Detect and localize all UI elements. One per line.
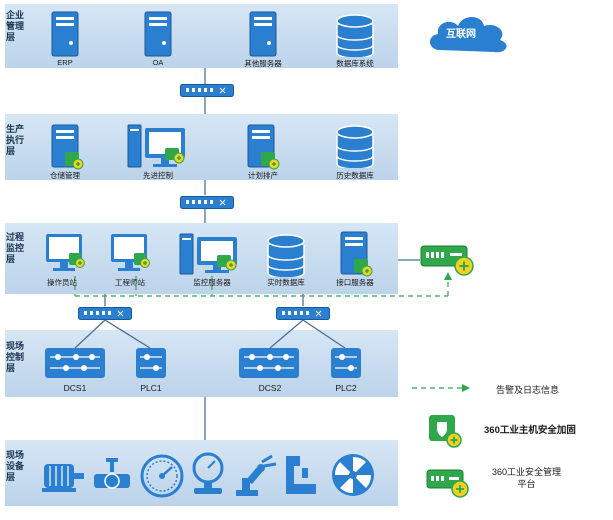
node-label: ERP bbox=[57, 58, 73, 67]
device-layer-label: 现场 设备 层 bbox=[6, 450, 25, 482]
internet-label: 互联网 bbox=[446, 29, 476, 40]
switch-2 bbox=[180, 196, 234, 209]
switch-3 bbox=[78, 307, 132, 320]
plc-controller-icon bbox=[135, 347, 167, 379]
node-label: PLC1 bbox=[140, 383, 162, 393]
node-label: DCS2 bbox=[258, 383, 282, 393]
gauge-icon bbox=[140, 454, 184, 498]
monitor-icon bbox=[45, 233, 85, 275]
node-label: 实时数据库 bbox=[267, 278, 305, 287]
node-label: PLC2 bbox=[335, 383, 357, 393]
node-label: 历史数据库 bbox=[336, 171, 374, 180]
enterprise-layer-label: 企业 管理 层 bbox=[6, 10, 25, 42]
valve-icon bbox=[92, 456, 132, 496]
node-label: OA bbox=[152, 58, 164, 67]
node-label: 操作员站 bbox=[47, 278, 77, 287]
server-with-shield-icon bbox=[247, 124, 281, 170]
node-label: 接口服务器 bbox=[336, 278, 374, 287]
node-label: 其他服务器 bbox=[244, 59, 282, 68]
motor-icon bbox=[40, 456, 86, 496]
pressure-gauge-icon bbox=[188, 452, 228, 498]
server-icon bbox=[51, 11, 79, 57]
database-icon bbox=[266, 233, 306, 277]
production-layer-label: 生产 执行 层 bbox=[6, 124, 25, 156]
server-with-shield-icon bbox=[51, 124, 85, 170]
control-layer-label: 现场 控制 层 bbox=[6, 341, 25, 373]
host-hardening-icon bbox=[428, 414, 462, 448]
legend-platform-label: 360工业安全管理 平台 bbox=[492, 467, 562, 489]
press-machine-icon bbox=[282, 454, 320, 496]
node-label: 计划排产 bbox=[248, 171, 278, 180]
node-label: 工程师站 bbox=[115, 278, 145, 287]
security-platform-icon bbox=[420, 244, 476, 278]
database-icon bbox=[335, 13, 375, 57]
plc-controller-icon bbox=[330, 347, 362, 379]
dcs-controller-icon bbox=[44, 347, 106, 379]
monitor-icon bbox=[110, 233, 150, 275]
server-icon bbox=[249, 11, 277, 57]
database-icon bbox=[335, 124, 375, 168]
workstation-icon bbox=[179, 233, 241, 277]
turbine-fan-icon bbox=[330, 452, 376, 498]
robot-arm-icon bbox=[232, 452, 278, 498]
platform-legend-icon bbox=[426, 468, 470, 500]
node-label: 先进控制 bbox=[143, 171, 173, 180]
switch-1 bbox=[180, 84, 234, 97]
node-label: 数据库系统 bbox=[336, 59, 374, 68]
process-layer-label: 过程 监控 层 bbox=[6, 232, 25, 264]
node-label: 仓储管理 bbox=[50, 171, 80, 180]
dcs-controller-icon bbox=[238, 347, 300, 379]
legend-alert-label: 告警及日志信息 bbox=[496, 385, 560, 395]
legend-host-label: 360工业主机安全加固 bbox=[484, 425, 576, 436]
server-with-shield-icon bbox=[340, 231, 374, 277]
server-icon bbox=[144, 11, 172, 57]
switch-4 bbox=[276, 307, 330, 320]
internet-cloud: 互联网 bbox=[422, 10, 514, 56]
workstation-icon bbox=[127, 124, 189, 170]
node-label: 监控服务器 bbox=[193, 278, 231, 287]
node-label: DCS1 bbox=[63, 383, 87, 393]
